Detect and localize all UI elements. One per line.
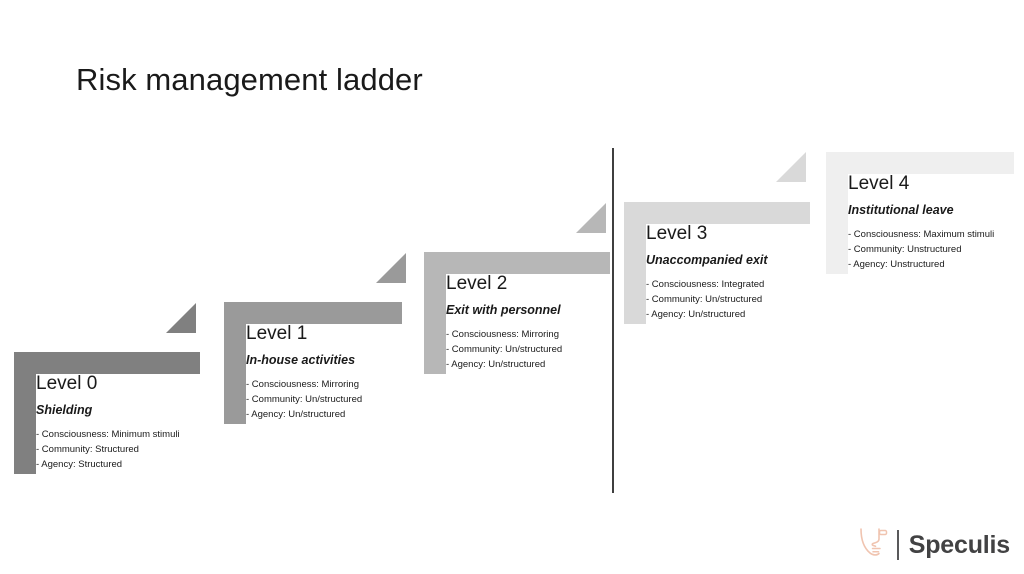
level-1-attributes: - Consciousness: Mirroring - Community: … [246, 377, 362, 422]
speculis-logo: Speculis [857, 524, 1010, 566]
ladder-level-4[interactable]: Level 4 Institutional leave - Consciousn… [826, 152, 1014, 274]
level-0-attr-community: - Community: Structured [36, 443, 139, 455]
level-4-attr-consciousness: - Consciousness: Maximum stimuli [848, 228, 995, 240]
level-3-top-bar [624, 202, 810, 224]
level-2-attributes: - Consciousness: Mirroring - Community: … [446, 327, 562, 372]
level-2-attr-agency: - Agency: Un/structured [446, 358, 546, 370]
step-wedge-2 [576, 203, 606, 233]
level-3-attr-agency: - Agency: Un/structured [646, 308, 746, 320]
level-2-subtitle: Exit with personnel [446, 302, 561, 317]
ladder-level-3[interactable]: Level 3 Unaccompanied exit - Consciousne… [624, 202, 810, 324]
ladder-level-0[interactable]: Level 0 Shielding - Consciousness: Minim… [14, 352, 200, 474]
level-1-attr-community: - Community: Un/structured [246, 393, 363, 405]
level-0-subtitle: Shielding [36, 402, 93, 417]
level-4-attr-agency: - Agency: Unstructured [848, 258, 945, 270]
level-1-name: Level 1 [246, 323, 308, 344]
level-0-top-bar [14, 352, 200, 374]
level-4-top-bar [826, 152, 1014, 174]
ladder-level-2[interactable]: Level 2 Exit with personnel - Consciousn… [424, 252, 610, 374]
level-0-name: Level 0 [36, 373, 98, 394]
ladder-level-1[interactable]: Level 1 In-house activities - Consciousn… [224, 302, 402, 424]
level-2-content: Level 2 Exit with personnel - Consciousn… [446, 273, 562, 372]
level-3-subtitle: Unaccompanied exit [646, 252, 768, 267]
face-profile-icon [859, 528, 888, 556]
level-3-attributes: - Consciousness: Integrated - Community:… [646, 277, 768, 322]
step-wedge-3 [776, 152, 806, 182]
level-0-attr-agency: - Agency: Structured [36, 458, 123, 470]
level-4-attributes: - Consciousness: Maximum stimuli - Commu… [848, 227, 994, 272]
level-4-left-bar [826, 152, 848, 274]
level-0-attributes: - Consciousness: Minimum stimuli - Commu… [36, 427, 180, 472]
level-0-content: Level 0 Shielding - Consciousness: Minim… [36, 373, 180, 472]
level-2-attr-consciousness: - Consciousness: Mirroring [446, 328, 559, 340]
step-wedge-0 [166, 303, 196, 333]
page-title: Risk management ladder [76, 62, 423, 97]
level-1-subtitle: In-house activities [246, 352, 356, 367]
level-1-left-bar [224, 302, 246, 424]
level-3-attr-consciousness: - Consciousness: Integrated [646, 278, 765, 290]
level-3-attr-community: - Community: Un/structured [646, 293, 763, 305]
level-3-name: Level 3 [646, 223, 708, 244]
level-4-content: Level 4 Institutional leave - Consciousn… [848, 173, 994, 272]
level-1-top-bar [224, 302, 402, 324]
logo-divider [896, 530, 899, 560]
level-4-name: Level 4 [848, 173, 910, 194]
level-1-attr-agency: - Agency: Un/structured [246, 408, 346, 420]
level-2-left-bar [424, 252, 446, 374]
step-wedge-1 [376, 253, 406, 283]
level-4-subtitle: Institutional leave [848, 202, 954, 217]
level-2-top-bar [424, 252, 610, 274]
level-0-left-bar [14, 352, 36, 474]
level-3-left-bar [624, 202, 646, 324]
level-1-content: Level 1 In-house activities - Consciousn… [246, 323, 362, 422]
level-2-attr-community: - Community: Un/structured [446, 343, 563, 355]
threshold-divider-line [612, 148, 614, 493]
logo-wordmark: Speculis [908, 530, 1010, 559]
level-2-name: Level 2 [446, 273, 508, 294]
level-3-content: Level 3 Unaccompanied exit - Consciousne… [646, 223, 768, 322]
level-0-attr-consciousness: - Consciousness: Minimum stimuli [36, 428, 180, 440]
level-4-attr-community: - Community: Unstructured [848, 243, 962, 255]
level-1-attr-consciousness: - Consciousness: Mirroring [246, 378, 359, 390]
